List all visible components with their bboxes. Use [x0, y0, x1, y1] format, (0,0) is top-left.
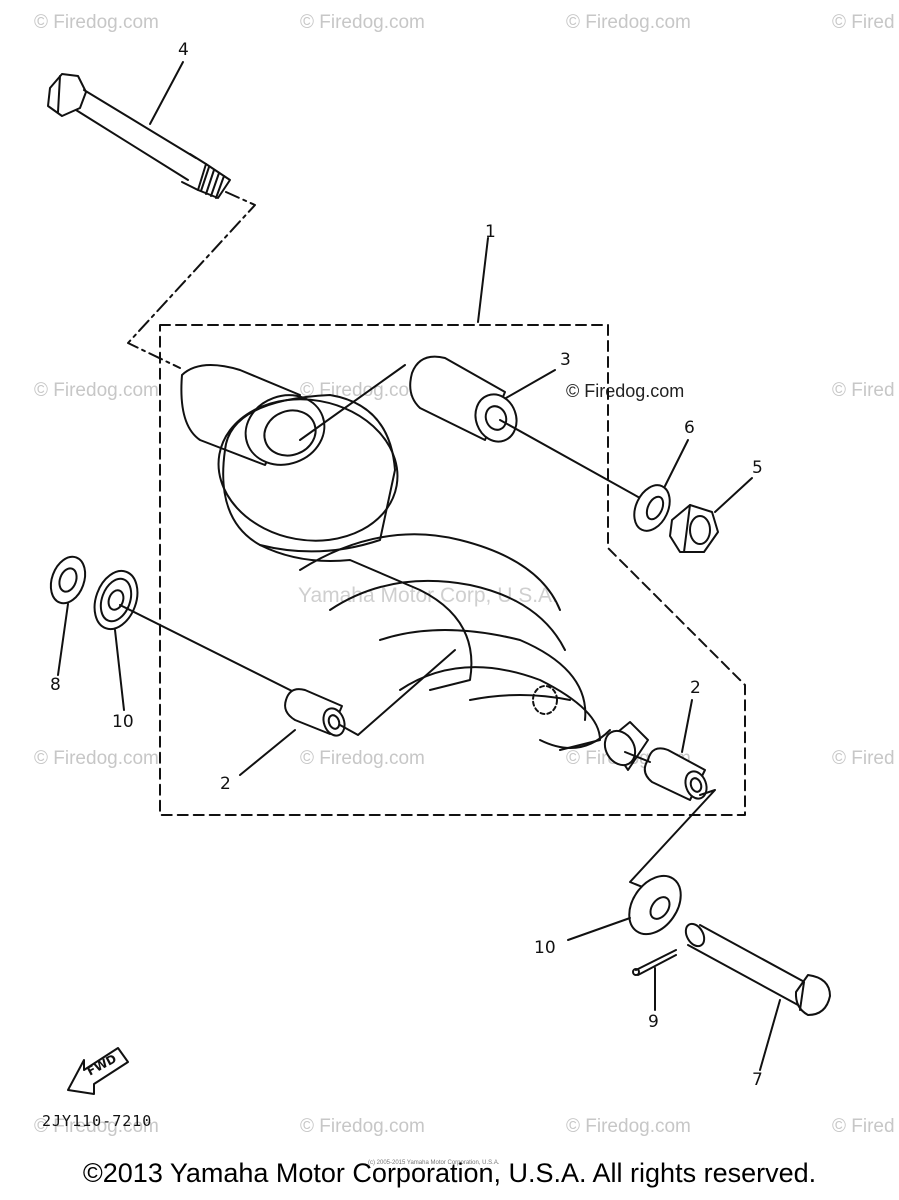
washer-8-part — [49, 555, 87, 605]
watermark-top-2: © Firedog.com — [300, 12, 425, 33]
watermark-top-4: © Fired — [832, 12, 895, 33]
watermark-row2-4: © Fired — [832, 380, 895, 401]
callout-1: 1 — [485, 222, 496, 242]
part-code: 2JY110-7210 — [42, 1112, 153, 1130]
leader-3 — [505, 369, 556, 399]
seal-10-left-part — [93, 569, 139, 631]
callout-7: 7 — [752, 1070, 763, 1090]
callout-6: 6 — [684, 418, 695, 438]
leader-7 — [759, 999, 781, 1071]
leader-4 — [149, 61, 184, 125]
bushing-part — [409, 355, 518, 443]
watermark-row3-1: © Firedog.com — [34, 748, 159, 769]
leader-1 — [477, 237, 489, 323]
watermark-bottom-1: © Firedog.com — [34, 1116, 159, 1137]
callout-3: 3 — [560, 350, 571, 370]
watermark-bottom-3: © Firedog.com — [566, 1116, 691, 1137]
watermark-top-1: © Firedog.com — [34, 12, 159, 33]
assembly-dashed-outline — [159, 324, 746, 816]
leader-5 — [714, 477, 753, 513]
centerline-bushing-left — [299, 364, 406, 441]
callout-9: 9 — [648, 1012, 659, 1032]
leader-6 — [664, 439, 689, 487]
watermark-row3-4: © Fired — [832, 748, 895, 769]
callout-10-lower: 10 — [534, 938, 556, 958]
cotter-pin-9-part — [632, 949, 677, 976]
watermark-bottom-2: © Firedog.com — [300, 1116, 425, 1137]
watermark-overlay-yamaha: Yamaha Motor Corp, U.S.A. — [298, 584, 558, 607]
callout-2-left: 2 — [220, 774, 231, 794]
callout-8: 8 — [50, 675, 61, 695]
leader-2-right — [681, 699, 693, 753]
centerline-lower — [629, 789, 716, 891]
leader-2-left — [239, 729, 296, 776]
leader-10-left — [114, 629, 125, 711]
watermark-bottom-4: © Fired — [832, 1116, 895, 1137]
leader-8 — [57, 603, 69, 676]
footer-copyright: ©2013 Yamaha Motor Corporation, U.S.A. A… — [82, 1158, 817, 1188]
leader-10-lower — [567, 917, 631, 941]
centerline-collar-eye — [339, 649, 456, 736]
callout-10-left: 10 — [112, 712, 134, 732]
fwd-arrow — [67, 1047, 129, 1095]
lower-eye — [603, 721, 649, 771]
pin-7-part — [684, 922, 831, 1016]
callout-4: 4 — [178, 40, 189, 60]
collar-2-left-part — [284, 688, 346, 737]
centerline-bolt — [127, 191, 256, 369]
callout-5: 5 — [752, 458, 763, 478]
upper-eye — [180, 364, 326, 466]
callout-2-right: 2 — [690, 678, 701, 698]
nut-5-part — [669, 504, 719, 553]
footer-small-print: (c) 2005-2015 Yamaha Motor Corporation, … — [368, 1160, 500, 1166]
centerline-bushing-right — [499, 419, 641, 499]
watermark-row2-1: © Firedog.com — [34, 380, 159, 401]
collar-2-right-part — [643, 747, 708, 801]
shock-body — [217, 394, 611, 751]
watermark-row3-2: © Firedog.com — [300, 748, 425, 769]
watermark-sharp: © Firedog.com — [566, 381, 685, 401]
watermark-top-3: © Firedog.com — [566, 12, 691, 33]
centerline-seal-collar — [119, 604, 301, 696]
centerline-eye-collar — [624, 751, 651, 763]
seal-10-lower-part — [628, 874, 682, 936]
washer-6-part — [633, 484, 671, 532]
bolt-part — [47, 73, 231, 199]
